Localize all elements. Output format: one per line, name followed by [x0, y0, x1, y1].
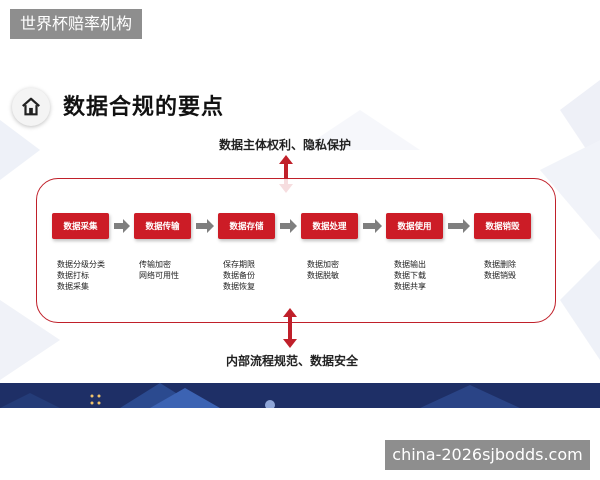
page-title: 数据合规的要点 [63, 95, 225, 120]
footer-band [0, 383, 600, 408]
step-box-2: 数据传输 [134, 213, 191, 239]
right-arrow-icon [363, 219, 382, 233]
step-detail-item: 传输加密 [139, 260, 171, 269]
caption-bottom: 内部流程规范、数据安全 [226, 354, 359, 368]
step-box-5: 数据使用 [386, 213, 443, 239]
home-icon [22, 97, 40, 116]
step-box-1: 数据采集 [52, 213, 109, 239]
step-detail-item: 数据打标 [57, 271, 89, 280]
step-detail-item: 数据加密 [307, 260, 339, 269]
header-label: 世界杯赔率机构 [10, 9, 143, 39]
step-box-6: 数据销毁 [474, 213, 531, 239]
step-box-4: 数据处理 [301, 213, 358, 239]
home-badge [12, 88, 50, 126]
watermark: china-2026sjbodds.com [385, 440, 590, 470]
step-detail-item: 数据删除 [484, 260, 516, 269]
band-decoration [0, 383, 520, 408]
step-detail-item: 网络可用性 [139, 271, 179, 280]
process-frame [36, 178, 556, 323]
step-detail-item: 数据采集 [57, 282, 89, 291]
caption-top: 数据主体权利、隐私保护 [219, 138, 352, 152]
right-arrow-icon [280, 219, 297, 233]
slide: 世界杯赔率机构 数据合规的要点 数据主体权利、隐私保护 数据采集数据分级分类数据… [0, 9, 600, 408]
step-detail-item: 数据备份 [223, 271, 255, 280]
right-arrow-icon [114, 219, 130, 233]
double-vertical-arrow-icon [283, 308, 297, 348]
step-detail-item: 数据分级分类 [57, 260, 105, 269]
step-box-3: 数据存储 [218, 213, 275, 239]
step-detail-item: 数据恢复 [223, 282, 255, 291]
step-details-4: 数据加密数据脱敏 [307, 259, 339, 281]
step-detail-item: 数据脱敏 [307, 271, 339, 280]
step-details-3: 保存期限数据备份数据恢复 [223, 259, 255, 292]
background-decoration [0, 80, 600, 380]
double-vertical-arrow-icon [279, 155, 293, 193]
step-detail-item: 数据输出 [394, 260, 426, 269]
step-details-6: 数据删除数据销毁 [484, 259, 516, 281]
step-details-1: 数据分级分类数据打标数据采集 [57, 259, 105, 292]
right-arrow-icon [448, 219, 470, 233]
step-detail-item: 保存期限 [223, 260, 255, 269]
step-details-5: 数据输出数据下载数据共享 [394, 259, 426, 292]
step-details-2: 传输加密网络可用性 [139, 259, 179, 281]
right-arrow-icon [196, 219, 214, 233]
step-detail-item: 数据下载 [394, 271, 426, 280]
step-detail-item: 数据销毁 [484, 271, 516, 280]
step-detail-item: 数据共享 [394, 282, 426, 291]
